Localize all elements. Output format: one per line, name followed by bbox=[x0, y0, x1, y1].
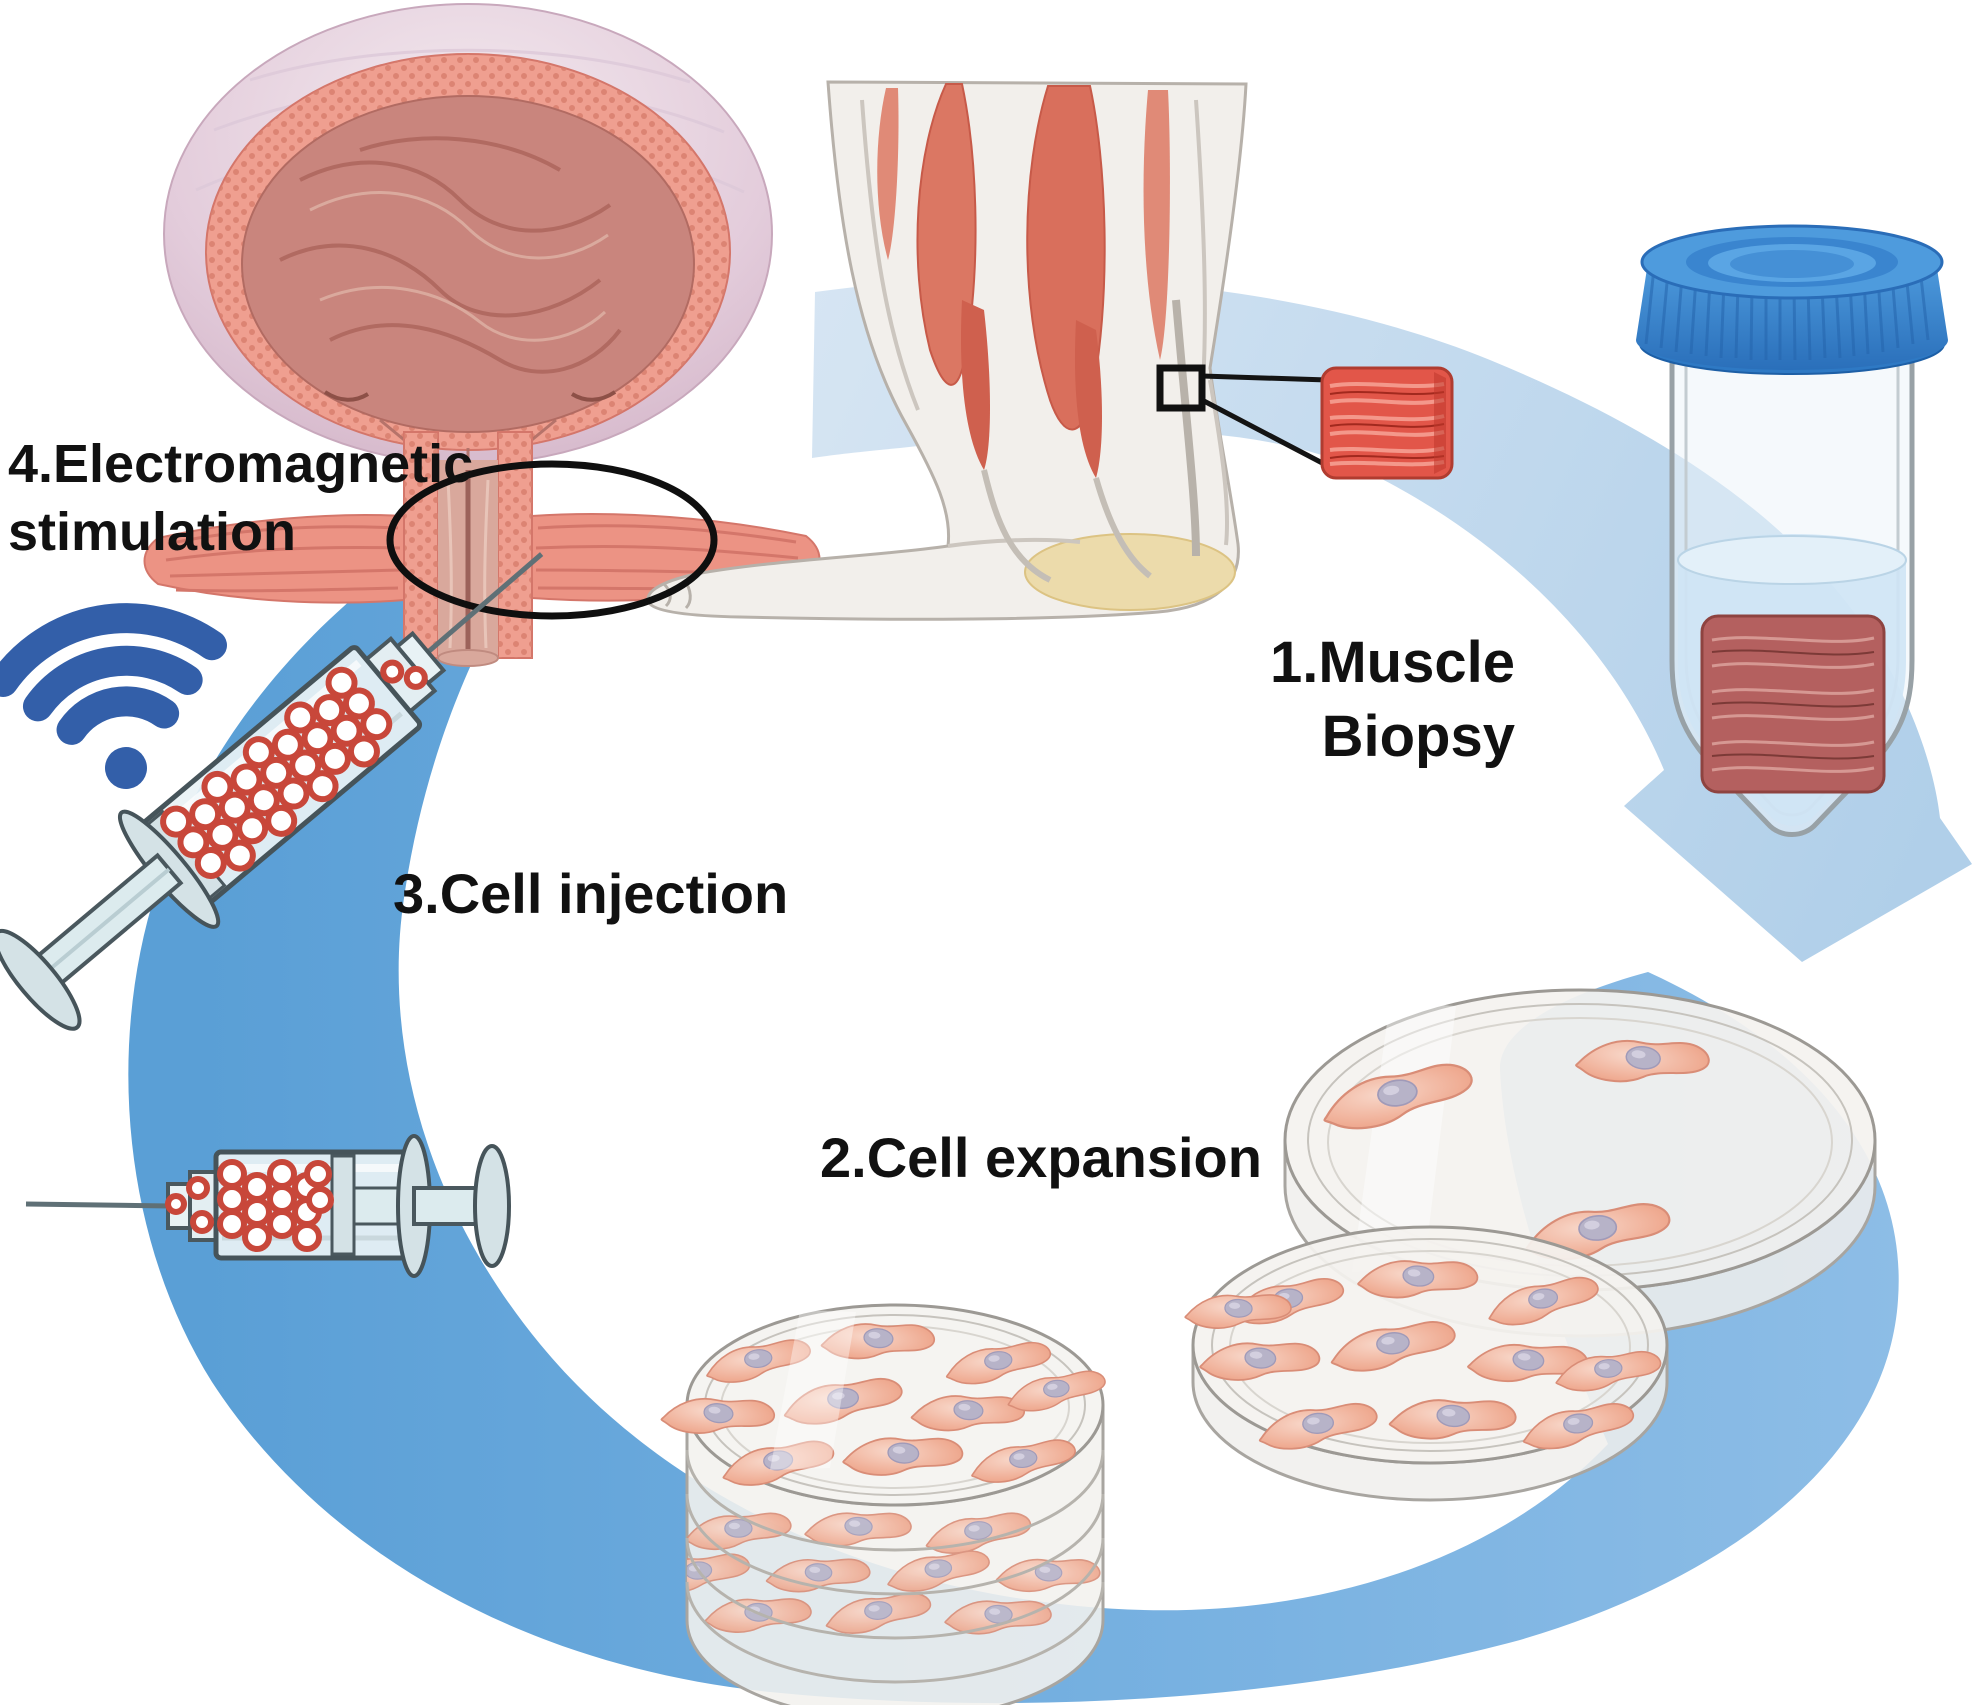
step1-label-line1: 1.Muscle bbox=[1270, 630, 1515, 695]
petri-dish-many-cells bbox=[1183, 1225, 1669, 1502]
bladder-mucosa-folds bbox=[279, 136, 622, 374]
tube-muscle-sample bbox=[1700, 614, 1886, 794]
cycle-arrow-medium-blue bbox=[128, 532, 1899, 1704]
biopsy-site-marker-square bbox=[1156, 364, 1330, 469]
muscle-tissue-sample-block bbox=[1320, 366, 1454, 480]
step4-label: 4.Electromagnetic stimulation bbox=[8, 430, 473, 566]
cell-filled-syringe-injecting bbox=[0, 552, 544, 1031]
heel-pad bbox=[1024, 533, 1236, 611]
cycle-arrow-light-blue bbox=[812, 277, 1972, 962]
needle bbox=[426, 552, 544, 654]
bladder-cross-section-illustration bbox=[143, 3, 821, 667]
centrifuge-tube-with-muscle-sample bbox=[1636, 224, 1948, 837]
wifi-icon bbox=[0, 603, 227, 789]
step4-label-line1: 4.Electromagnetic bbox=[8, 434, 474, 494]
leg-muscle-anatomy-illustration bbox=[646, 80, 1248, 621]
step2-label: 2.Cell expansion bbox=[820, 1126, 1262, 1189]
tube-cap bbox=[1636, 224, 1948, 375]
step3-label: 3.Cell injection bbox=[393, 862, 789, 925]
cell-suspension bbox=[165, 1159, 334, 1252]
sphincter-target-ellipse bbox=[386, 460, 718, 620]
calf-muscles bbox=[877, 83, 1170, 478]
cell-suspension bbox=[160, 659, 428, 879]
cell-filled-syringe bbox=[25, 1134, 511, 1278]
step4-label-line2: stimulation bbox=[8, 502, 297, 562]
step1-label: 1.Muscle Biopsy bbox=[1095, 626, 1515, 774]
needle bbox=[25, 1201, 171, 1209]
step1-label-line2: Biopsy bbox=[1321, 704, 1515, 769]
stacked-culture-dishes-confluent-cells bbox=[659, 1303, 1109, 1705]
